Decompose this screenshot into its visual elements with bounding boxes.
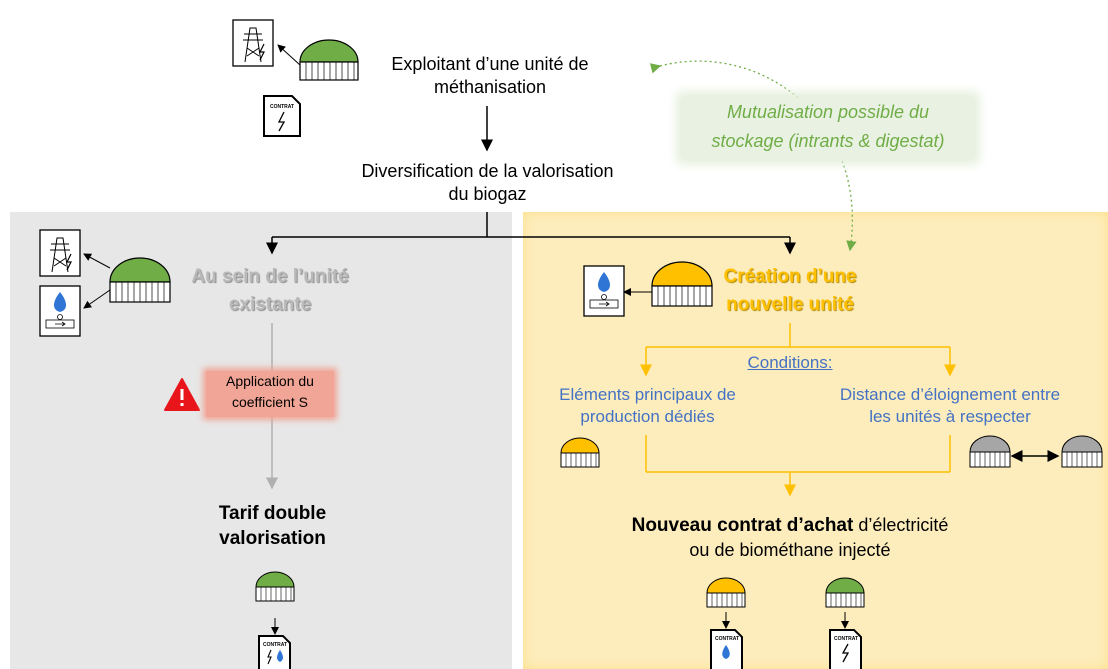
contract-electricity-icon: CONTRAT: [263, 95, 301, 137]
mutualisation-line2: stockage (intrants & digestat): [711, 131, 945, 151]
coefficient-s-box: Application du coefficient S: [206, 371, 334, 417]
conditions-label: Conditions:: [747, 353, 833, 372]
operator-text: Exploitant d’une unité de méthanisation: [350, 53, 630, 99]
svg-text:CONTRAT: CONTRAT: [263, 642, 287, 648]
condition1-line1: Eléments principaux de: [559, 385, 736, 404]
operator-line2: méthanisation: [433, 77, 547, 97]
svg-text:CONTRAT: CONTRAT: [834, 636, 858, 642]
new-contract-line1: Nouveau contrat d’achat d’électricité: [590, 513, 990, 538]
power-pylon-icon: [232, 19, 274, 67]
operator-line1: Exploitant d’une unité de: [391, 54, 589, 74]
digester-yellow-icon: [651, 261, 713, 307]
new-unit-title: Création d’une nouvelle unité: [705, 263, 875, 319]
gas-injection-icon: [583, 265, 625, 317]
mutualisation-curve: [649, 60, 857, 252]
condition-dedicated-production: Eléments principaux de production dédiés: [535, 384, 760, 428]
coefficient-s-line2: coefficient S: [231, 394, 308, 410]
digester-green-icon: [109, 257, 171, 303]
diversification-line2: du biogaz: [448, 184, 527, 204]
power-pylon-icon: [39, 229, 81, 277]
mutualisation-line1: Mutualisation possible du: [726, 102, 930, 122]
digester-green-icon: [299, 39, 359, 81]
new-contract-text: Nouveau contrat d’achat d’électricité ou…: [590, 513, 990, 563]
condition1-line2: production dédiés: [580, 407, 715, 426]
condition2-line2: les unités à respecter: [869, 407, 1031, 426]
double-tariff-line2: valorisation: [219, 528, 326, 549]
digester-yellow-small-icon: [706, 577, 746, 608]
digester-grey-icon: [969, 435, 1011, 468]
new-contract-rest: d’électricité: [853, 515, 949, 535]
svg-text:CONTRAT: CONTRAT: [270, 104, 294, 110]
mutualisation-note: Mutualisation possible du stockage (intr…: [683, 98, 973, 158]
gas-injection-icon: [39, 285, 81, 337]
existing-unit-title-line1: Au sein de l’unité: [191, 266, 349, 287]
existing-unit-title: Au sein de l’unité existante: [175, 263, 365, 319]
coefficient-s-line1: Application du: [226, 373, 314, 389]
new-contract-bold: Nouveau contrat d’achat: [631, 515, 854, 536]
contract-electricity-icon: CONTRAT: [829, 629, 862, 669]
diversification-text: Diversification de la valorisation du bi…: [325, 160, 650, 206]
diversification-line1: Diversification de la valorisation: [361, 161, 614, 181]
double-tariff-text: Tarif double valorisation: [190, 501, 355, 551]
contract-double-icon: CONTRAT: [258, 635, 291, 669]
new-contract-line2: ou de biométhane injecté: [689, 540, 891, 560]
condition-distance: Distance d’éloignement entre les unités …: [815, 384, 1085, 428]
digester-grey-icon: [1061, 435, 1103, 468]
condition2-line1: Distance d’éloignement entre: [839, 385, 1061, 404]
warning-icon: [164, 378, 200, 411]
existing-unit-title-line2: existante: [228, 294, 312, 315]
new-unit-title-line2: nouvelle unité: [726, 294, 854, 315]
svg-text:CONTRAT: CONTRAT: [715, 636, 739, 642]
digester-yellow-small-icon: [560, 437, 600, 468]
digester-green-small-icon: [825, 577, 865, 608]
contract-gas-icon: CONTRAT: [710, 629, 743, 669]
new-unit-title-line1: Création d’une: [723, 266, 857, 287]
double-tariff-line1: Tarif double: [218, 503, 327, 524]
digester-green-small-icon: [255, 571, 295, 602]
